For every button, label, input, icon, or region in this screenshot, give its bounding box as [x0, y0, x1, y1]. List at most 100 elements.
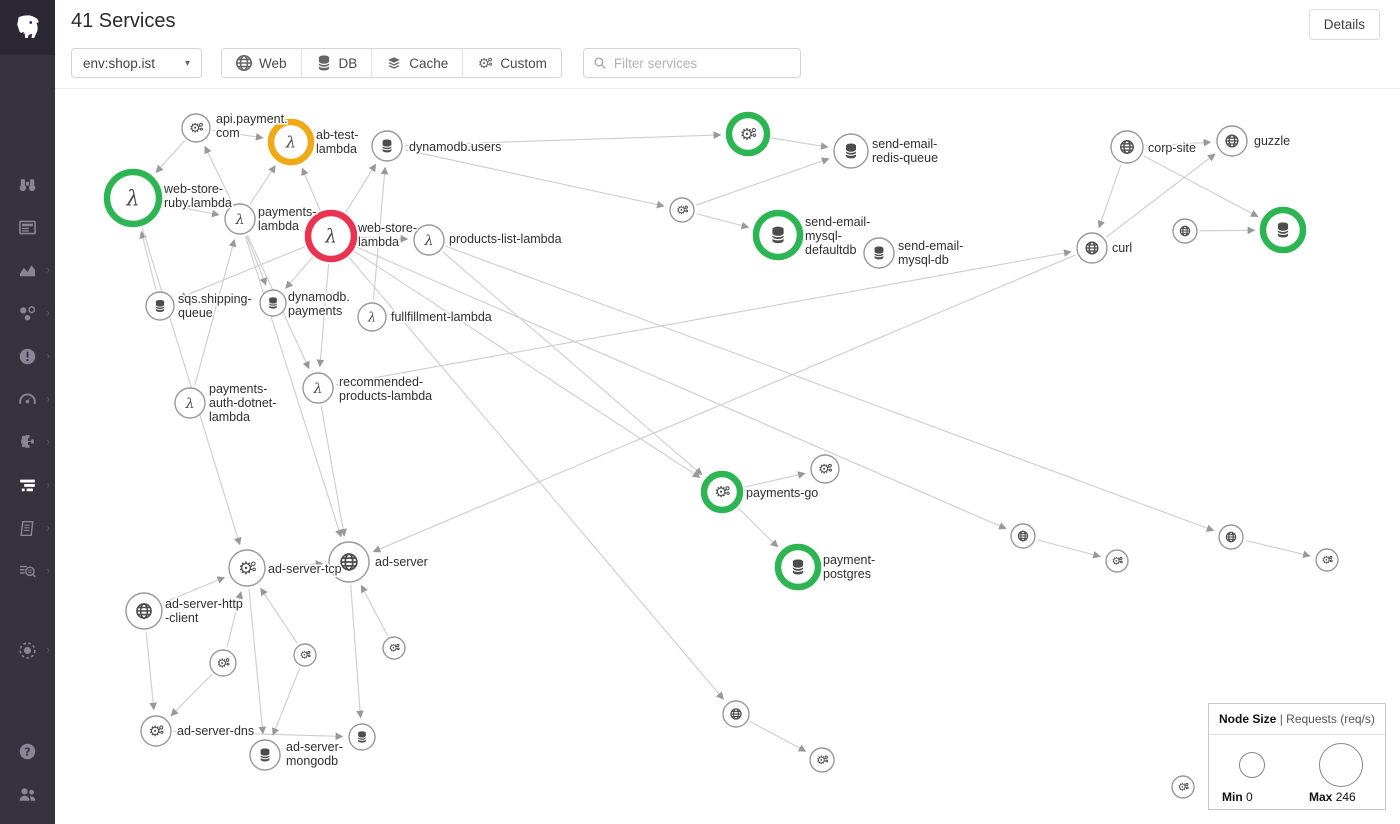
- sidebar-item-account[interactable]: [0, 773, 55, 816]
- monitors-icon: [19, 348, 36, 365]
- service-node-svc-green-gear[interactable]: ⚙: [725, 111, 771, 157]
- service-node-ad-server-tcp[interactable]: ⚙: [228, 549, 266, 587]
- service-node-fullfillment-lambda[interactable]: λ: [357, 302, 387, 332]
- service-node-payment-postgres[interactable]: [774, 543, 822, 591]
- chevron-right-icon: ›: [46, 565, 50, 577]
- service-label-send-email-redis-queue: send-email-redis-queue: [872, 137, 938, 165]
- service-node-gear-ad-1[interactable]: ⚙: [209, 649, 237, 677]
- service-node-guzzle[interactable]: [1216, 125, 1248, 157]
- notebook-icon: [20, 520, 34, 537]
- service-label-web-store-ruby-lambda: web-store-ruby.lambda: [163, 182, 232, 210]
- layers-icon: [388, 57, 401, 69]
- service-node-gear-right-1[interactable]: ⚙: [1105, 549, 1129, 573]
- service-node-payments-lambda[interactable]: λ: [224, 203, 256, 235]
- search-box[interactable]: [582, 48, 801, 78]
- filter-services-input[interactable]: [613, 55, 791, 71]
- filter-db-button[interactable]: DB: [300, 49, 372, 77]
- env-selector[interactable]: env:shop.ist ▾: [71, 48, 202, 78]
- sidebar-item-dashboards[interactable]: [0, 206, 55, 249]
- legend-separator: |: [1279, 712, 1283, 726]
- chevron-right-icon: ›: [46, 307, 50, 319]
- edge-api-payment-com-to-web-store-ruby-lambda: [155, 140, 186, 173]
- service-node-send-email-mysql-db[interactable]: [863, 237, 895, 269]
- service-node-payments-auth-dotnet-lambda[interactable]: λ: [174, 387, 206, 419]
- gears-icon: ⚙: [676, 203, 689, 217]
- filter-web-button[interactable]: Web: [222, 49, 301, 77]
- service-node-sqs-shipping-queue[interactable]: [145, 291, 175, 321]
- service-node-ad-server-mongodb[interactable]: [249, 739, 281, 771]
- service-node-send-email-redis-queue[interactable]: [833, 133, 869, 169]
- service-label-send-email-mysql-db: send-email-mysql-db: [898, 239, 963, 267]
- service-node-dynamodb-users[interactable]: [371, 130, 403, 162]
- service-node-gear-right-2[interactable]: ⚙: [1315, 548, 1339, 572]
- service-node-send-email-mysql-defaultdb[interactable]: [752, 209, 804, 261]
- service-node-gear-near-legend[interactable]: ⚙: [1171, 775, 1195, 799]
- sidebar-item-infrastructure[interactable]: ›: [0, 292, 55, 335]
- svg-text:⚙: ⚙: [300, 650, 309, 662]
- puzzle-icon: [21, 435, 34, 448]
- legend-max-label: Max 246: [1309, 790, 1356, 804]
- edge-gear-ad-2-to-ad-server-mongodb: [271, 667, 301, 736]
- service-node-ad-server-dns[interactable]: ⚙: [140, 715, 172, 747]
- service-node-products-list-lambda[interactable]: λ: [413, 224, 445, 256]
- service-node-svc-gear-mid[interactable]: ⚙: [669, 197, 695, 223]
- service-node-web-store-lambda[interactable]: λ: [304, 209, 358, 263]
- chevron-right-icon: ›: [46, 264, 50, 276]
- gears-icon: ⚙: [1322, 555, 1333, 567]
- sidebar-item-synthetics[interactable]: ›: [0, 629, 55, 672]
- page-title: 41 Services: [71, 10, 176, 32]
- service-node-ad-server-http-client[interactable]: [125, 592, 163, 630]
- lambda-icon: λ: [125, 186, 139, 210]
- env-selector-value: env:shop.ist: [83, 55, 156, 71]
- service-node-gear-above-paygo[interactable]: ⚙: [810, 454, 840, 484]
- service-node-db-unlabeled[interactable]: [348, 723, 376, 751]
- service-node-curl[interactable]: [1076, 232, 1108, 264]
- datadog-logo[interactable]: [0, 0, 55, 55]
- service-node-web-store-ruby-lambda[interactable]: λ: [103, 168, 163, 228]
- sidebar-item-metrics[interactable]: ›: [0, 249, 55, 292]
- sidebar-item-apm[interactable]: ›: [0, 378, 55, 421]
- filter-custom-button[interactable]: ⚙ Custom: [462, 49, 561, 77]
- gears-icon: ⚙: [1112, 556, 1123, 568]
- sidebar-nav: ›››››››››?: [0, 163, 55, 824]
- service-node-gear-ad-3[interactable]: ⚙: [382, 636, 406, 660]
- service-node-globe-mid-right[interactable]: [1172, 218, 1198, 244]
- svg-text:⚙: ⚙: [389, 643, 398, 655]
- service-node-corp-site[interactable]: [1110, 130, 1144, 164]
- service-node-globe-bottom-mid[interactable]: [722, 700, 750, 728]
- lambda-icon: λ: [285, 133, 296, 152]
- service-node-dynamodb-payments[interactable]: [259, 289, 287, 317]
- service-node-globe-right-1[interactable]: [1010, 523, 1036, 549]
- chevron-right-icon: ›: [46, 479, 50, 491]
- service-node-api-payment-com[interactable]: ⚙: [181, 113, 211, 143]
- details-button[interactable]: Details: [1308, 9, 1380, 40]
- sidebar-item-watchdog[interactable]: [0, 163, 55, 206]
- sidebar-item-monitors[interactable]: ›: [0, 335, 55, 378]
- edge-ad-server-to-db-unlabeled: [350, 584, 364, 719]
- service-node-ab-test-lambda[interactable]: λ: [267, 118, 315, 166]
- gears-icon: ⚙: [478, 56, 493, 71]
- service-node-db-green-right[interactable]: [1259, 206, 1307, 254]
- sidebar-item-integrations[interactable]: ›: [0, 421, 55, 464]
- sidebar-item-notebooks[interactable]: ›: [0, 507, 55, 550]
- service-node-ad-server[interactable]: [328, 541, 370, 583]
- service-node-payments-go[interactable]: ⚙: [700, 470, 744, 514]
- sidebar-item-help[interactable]: ?: [0, 730, 55, 773]
- edge-payments-lambda-to-ab-test-lambda: [249, 165, 276, 205]
- service-node-recommended-products-lambda[interactable]: λ: [302, 372, 334, 404]
- sidebar-bottom: ?: [0, 730, 55, 816]
- filter-cache-button[interactable]: Cache: [371, 49, 463, 77]
- globe-icon: [1225, 531, 1237, 543]
- edge-payments-lambda-to-ad-server: [244, 235, 343, 538]
- svg-text:⚙: ⚙: [740, 124, 754, 143]
- service-node-gear-bottom-mid[interactable]: ⚙: [809, 747, 835, 773]
- service-node-gear-ad-2[interactable]: ⚙: [293, 643, 317, 667]
- edge-payments-lambda-to-api-payment-com: [204, 145, 233, 204]
- service-node-globe-right-2[interactable]: [1218, 524, 1244, 550]
- sidebar-item-service-map[interactable]: ›: [0, 464, 55, 507]
- service-label-fullfillment-lambda: fullfillment-lambda: [391, 310, 492, 324]
- help-icon: ?: [19, 743, 36, 760]
- legend-body: Min 0 Max 246: [1209, 735, 1385, 809]
- sidebar-item-logs[interactable]: ›: [0, 550, 55, 593]
